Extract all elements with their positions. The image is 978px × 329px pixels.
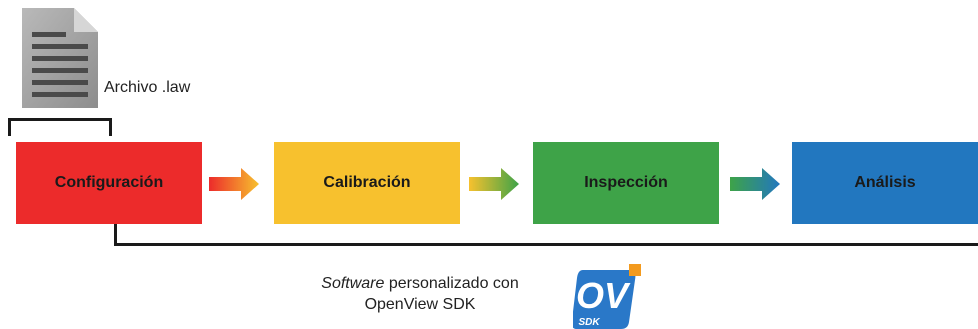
file-label: Archivo .law: [104, 79, 191, 96]
caption-line2: OpenView SDK: [364, 296, 476, 313]
caption-line1: personalizado con: [384, 275, 519, 292]
step-label: Configuración: [54, 174, 164, 191]
document-icon: [22, 8, 98, 108]
step-calibracion: Calibración: [274, 142, 460, 224]
caption-italic: Software: [321, 275, 385, 292]
arrow-right-icon: [209, 168, 259, 200]
step-label: Análisis: [854, 174, 916, 191]
file-bracket: [8, 118, 112, 136]
arrow-right-icon: [730, 168, 780, 200]
step-configuracion: Configuración: [16, 142, 202, 224]
step-inspeccion: Inspección: [533, 142, 719, 224]
step-label: Calibración: [323, 174, 411, 191]
software-caption: Software personalizado con OpenView SDK: [270, 273, 570, 315]
openview-sdk-logo: OV SDK: [573, 264, 641, 329]
software-bracket: [114, 224, 978, 246]
step-label: Inspección: [584, 174, 668, 191]
arrow-right-icon: [469, 168, 519, 200]
logo-sdk-text: SDK: [578, 317, 600, 328]
logo-ov-text: OV: [576, 275, 631, 316]
step-analisis: Análisis: [792, 142, 978, 224]
